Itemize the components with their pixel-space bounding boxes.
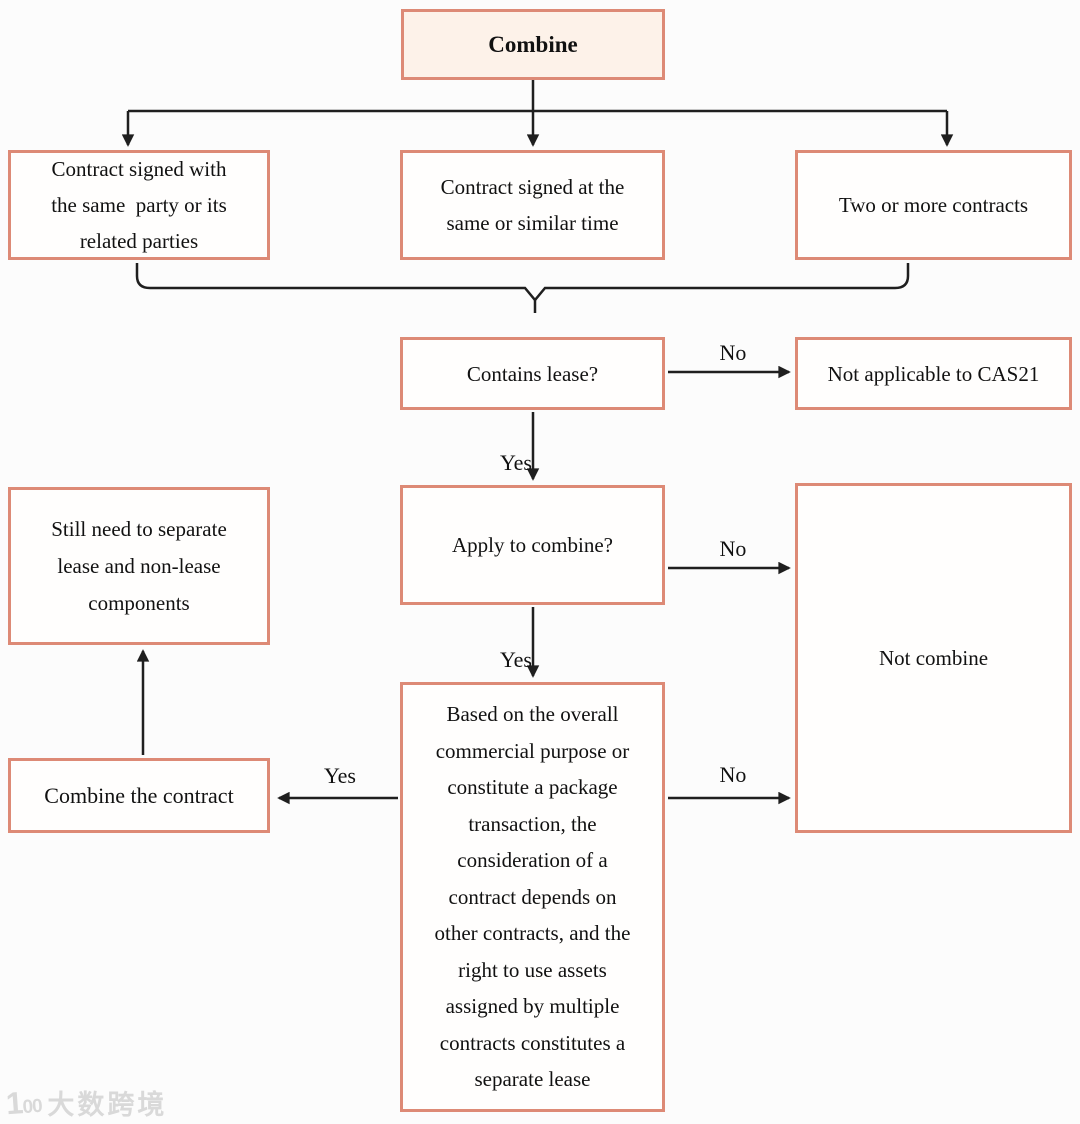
node-combine-the-contract: Combine the contract: [8, 758, 270, 833]
node-label: Still need to separate lease and non-lea…: [51, 516, 227, 615]
watermark-text: 大数跨境: [47, 1090, 168, 1120]
edge-label-no-apply: No: [719, 536, 747, 561]
node-label: Contract signed at the same or similar t…: [440, 175, 625, 235]
node-same-time: Contract signed at the same or similar t…: [400, 150, 665, 260]
node-apply-to-combine: Apply to combine?: [400, 485, 665, 605]
node-contains-lease: Contains lease?: [400, 337, 665, 410]
node-label: Combine: [488, 31, 578, 57]
edge-label-yes-criteria: Yes: [323, 763, 356, 788]
edge-label-yes-apply: Yes: [499, 647, 532, 672]
node-combine: Combine: [401, 9, 665, 80]
node-not-combine: Not combine: [795, 483, 1072, 833]
node-label: Two or more contracts: [838, 193, 1029, 217]
edge-label-yes-contains: Yes: [499, 450, 532, 475]
node-not-applicable-cas21: Not applicable to CAS21: [795, 337, 1072, 410]
node-combination-criteria: Based on the overall commercial purpose …: [400, 682, 665, 1112]
watermark-logo: 100: [4, 1084, 43, 1121]
node-label: Not applicable to CAS21: [827, 361, 1040, 386]
node-label: Apply to combine?: [452, 533, 613, 557]
node-still-separate-components: Still need to separate lease and non-lea…: [8, 487, 270, 645]
node-label: Contains lease?: [466, 361, 599, 386]
node-same-party: Contract signed with the same party or i…: [8, 150, 270, 260]
edge-label-no-criteria: No: [719, 762, 747, 787]
node-label: Contract signed with the same party or i…: [51, 157, 227, 253]
node-label: Not combine: [878, 646, 989, 670]
watermark: 100 大数跨境: [4, 1083, 168, 1122]
edge-label-no-contains: No: [719, 340, 747, 365]
node-label: Combine the contract: [44, 782, 234, 808]
node-label: Based on the overall commercial purpose …: [434, 702, 631, 1092]
edge-merge-brace: [135, 263, 910, 302]
node-two-or-more-contracts: Two or more contracts: [795, 150, 1072, 260]
